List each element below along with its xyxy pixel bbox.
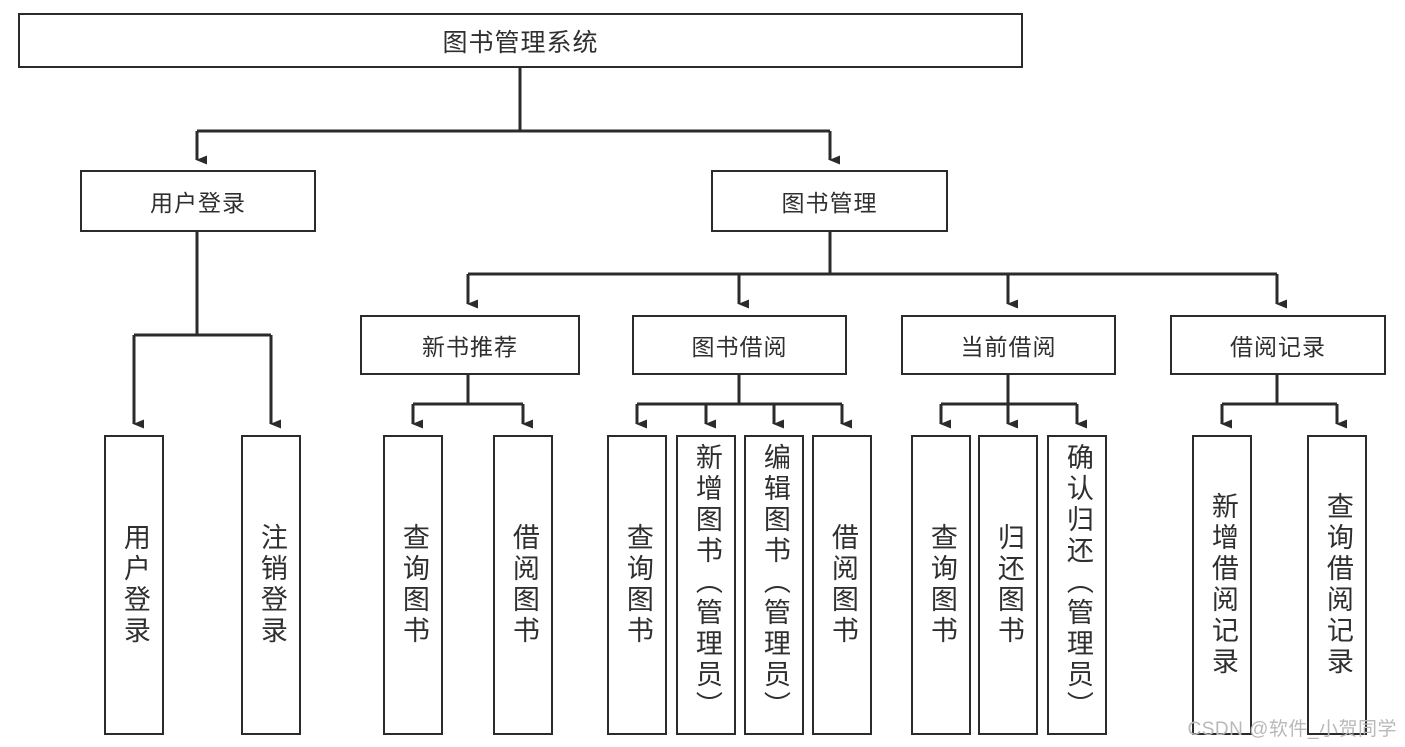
node-leaf-query-book-1[interactable]: 查询图书 [383, 435, 443, 735]
node-leaf-return-book[interactable]: 归还图书 [978, 435, 1038, 735]
leaf-label: 确认归还（管理员） [1062, 443, 1093, 722]
node-leaf-edit-book[interactable]: 编辑图书（管理员） [744, 435, 804, 735]
node-book-borrow[interactable]: 图书借阅 [632, 315, 847, 375]
leaf-label: 查询图书 [398, 523, 429, 647]
node-leaf-logout-login[interactable]: 注销登录 [241, 435, 301, 735]
leaf-label: 借阅图书 [508, 523, 539, 647]
node-leaf-add-record[interactable]: 新增借阅记录 [1192, 435, 1252, 735]
leaf-label: 用户登录 [119, 523, 150, 647]
leaf-label: 借阅图书 [827, 523, 858, 647]
node-leaf-confirm-return[interactable]: 确认归还（管理员） [1047, 435, 1107, 735]
node-leaf-query-record[interactable]: 查询借阅记录 [1307, 435, 1367, 735]
leaf-label: 查询借阅记录 [1322, 492, 1353, 678]
leaf-label: 注销登录 [256, 523, 287, 647]
node-leaf-add-book[interactable]: 新增图书（管理员） [676, 435, 736, 735]
node-new-book-recommend[interactable]: 新书推荐 [360, 315, 580, 375]
node-leaf-query-book-3[interactable]: 查询图书 [911, 435, 971, 735]
node-leaf-query-book-2[interactable]: 查询图书 [607, 435, 667, 735]
node-leaf-borrow-book-2[interactable]: 借阅图书 [812, 435, 872, 735]
node-leaf-borrow-book-1[interactable]: 借阅图书 [493, 435, 553, 735]
leaf-label: 新增借阅记录 [1207, 492, 1238, 678]
node-root[interactable]: 图书管理系统 [18, 13, 1023, 68]
node-borrow-record[interactable]: 借阅记录 [1170, 315, 1386, 375]
node-book-management[interactable]: 图书管理 [711, 170, 948, 232]
leaf-label: 编辑图书（管理员） [759, 443, 790, 722]
node-user-login[interactable]: 用户登录 [80, 170, 316, 232]
watermark-text: CSDN @软件_小贺同学 [1187, 719, 1397, 740]
leaf-label: 查询图书 [622, 523, 653, 647]
leaf-label: 新增图书（管理员） [691, 443, 722, 722]
leaf-label: 归还图书 [993, 523, 1024, 647]
node-current-borrow[interactable]: 当前借阅 [901, 315, 1116, 375]
leaf-label: 查询图书 [926, 523, 957, 647]
node-leaf-user-login[interactable]: 用户登录 [104, 435, 164, 735]
